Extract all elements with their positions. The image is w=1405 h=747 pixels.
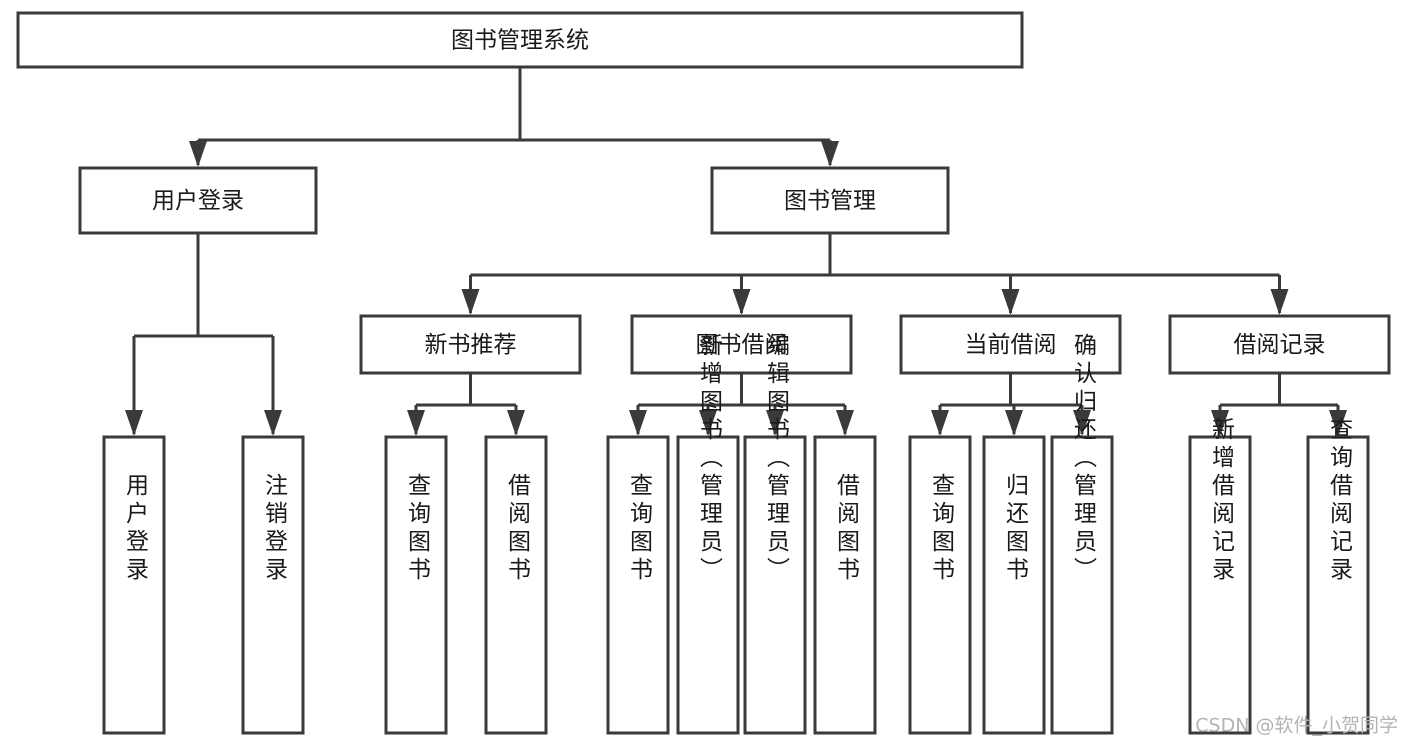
node-layer: 图书管理系统用户登录图书管理新书推荐图书借阅当前借阅借阅记录用户登录注销登录查询… [16,11,1391,735]
node-box[interactable] [1168,314,1391,375]
node-l3-1[interactable]: 图书借阅 [630,314,853,375]
node-label: 借阅图书 [504,473,532,585]
arrow-head-icon [507,410,525,436]
node-leaf-11[interactable]: 新增借阅记录 [1188,417,1252,735]
arrow-head-icon [125,410,143,436]
node-leaf-8[interactable]: 查询图书 [908,435,972,735]
arrow-head-icon [1270,289,1289,315]
arrow-head-icon [766,410,784,436]
node-box[interactable] [484,435,548,735]
node-box[interactable] [908,435,972,735]
node-box[interactable] [1050,435,1114,735]
node-l2-1[interactable]: 图书管理 [710,166,950,235]
node-leaf-2[interactable]: 查询图书 [384,435,448,735]
node-label: 新增图书（管理员） [696,333,724,585]
node-leaf-6[interactable]: 编辑图书（管理员） [743,333,807,735]
arrow-head-icon [264,410,282,436]
node-label: 查询图书 [404,473,432,585]
node-box[interactable] [710,166,950,235]
node-box[interactable] [813,435,877,735]
arrow-head-icon [629,410,647,436]
node-label: 确认归还（管理员） [1070,333,1098,585]
node-leaf-10[interactable]: 确认归还（管理员） [1050,333,1114,735]
node-label: 用户登录 [122,473,150,585]
node-label: 注销登录 [261,473,289,585]
node-label: 用户登录 [152,188,244,214]
node-l3-3[interactable]: 借阅记录 [1168,314,1391,375]
node-label: 图书借阅 [696,332,788,358]
node-box[interactable] [676,435,740,735]
arrow-head-icon [699,410,717,436]
node-root-0[interactable]: 图书管理系统 [16,11,1024,69]
node-box[interactable] [1188,435,1252,735]
node-label: 借阅记录 [1234,332,1326,358]
node-box[interactable] [359,314,582,375]
node-label: 图书管理系统 [451,28,589,54]
arrow-head-icon [1005,410,1023,436]
node-leaf-4[interactable]: 查询图书 [606,435,670,735]
node-box[interactable] [241,435,305,735]
node-label: 借阅图书 [833,473,861,585]
node-leaf-5[interactable]: 新增图书（管理员） [676,333,740,735]
arrow-head-icon [1001,289,1020,315]
node-label: 当前借阅 [965,332,1057,358]
connector-layer [125,67,1347,436]
node-label: 编辑图书（管理员） [763,333,791,585]
arrow-head-icon [1073,410,1091,436]
node-label: 归还图书 [1002,473,1030,585]
node-box[interactable] [78,166,318,235]
node-leaf-12[interactable]: 查询借阅记录 [1306,417,1370,735]
node-l2-0[interactable]: 用户登录 [78,166,318,235]
node-l3-0[interactable]: 新书推荐 [359,314,582,375]
arrow-head-icon [931,410,949,436]
node-leaf-0[interactable]: 用户登录 [102,435,166,735]
node-leaf-9[interactable]: 归还图书 [982,435,1046,735]
node-box[interactable] [606,435,670,735]
node-leaf-1[interactable]: 注销登录 [241,435,305,735]
node-label: 图书管理 [784,188,876,214]
node-box[interactable] [384,435,448,735]
node-leaf-7[interactable]: 借阅图书 [813,435,877,735]
arrow-head-icon [821,141,839,167]
node-label: 新书推荐 [425,332,517,358]
node-label: 查询借阅记录 [1326,417,1354,585]
node-box[interactable] [1306,435,1370,735]
arrow-head-icon [189,141,207,167]
arrow-head-icon [836,410,854,436]
node-box[interactable] [743,435,807,735]
arrow-head-icon [1329,410,1347,436]
csdn-watermark: CSDN @软件_小贺同学 [1195,715,1398,737]
node-box[interactable] [102,435,166,735]
arrow-head-icon [732,289,751,315]
arrow-head-icon [407,410,425,436]
node-label: 新增借阅记录 [1208,417,1236,585]
node-box[interactable] [982,435,1046,735]
node-leaf-3[interactable]: 借阅图书 [484,435,548,735]
arrow-head-icon [1211,410,1229,436]
node-box[interactable] [899,314,1122,375]
node-label: 查询图书 [626,473,654,585]
node-box[interactable] [16,11,1024,69]
node-l3-2[interactable]: 当前借阅 [899,314,1122,375]
node-box[interactable] [630,314,853,375]
node-label: 查询图书 [928,473,956,585]
arrow-head-icon [461,289,480,315]
